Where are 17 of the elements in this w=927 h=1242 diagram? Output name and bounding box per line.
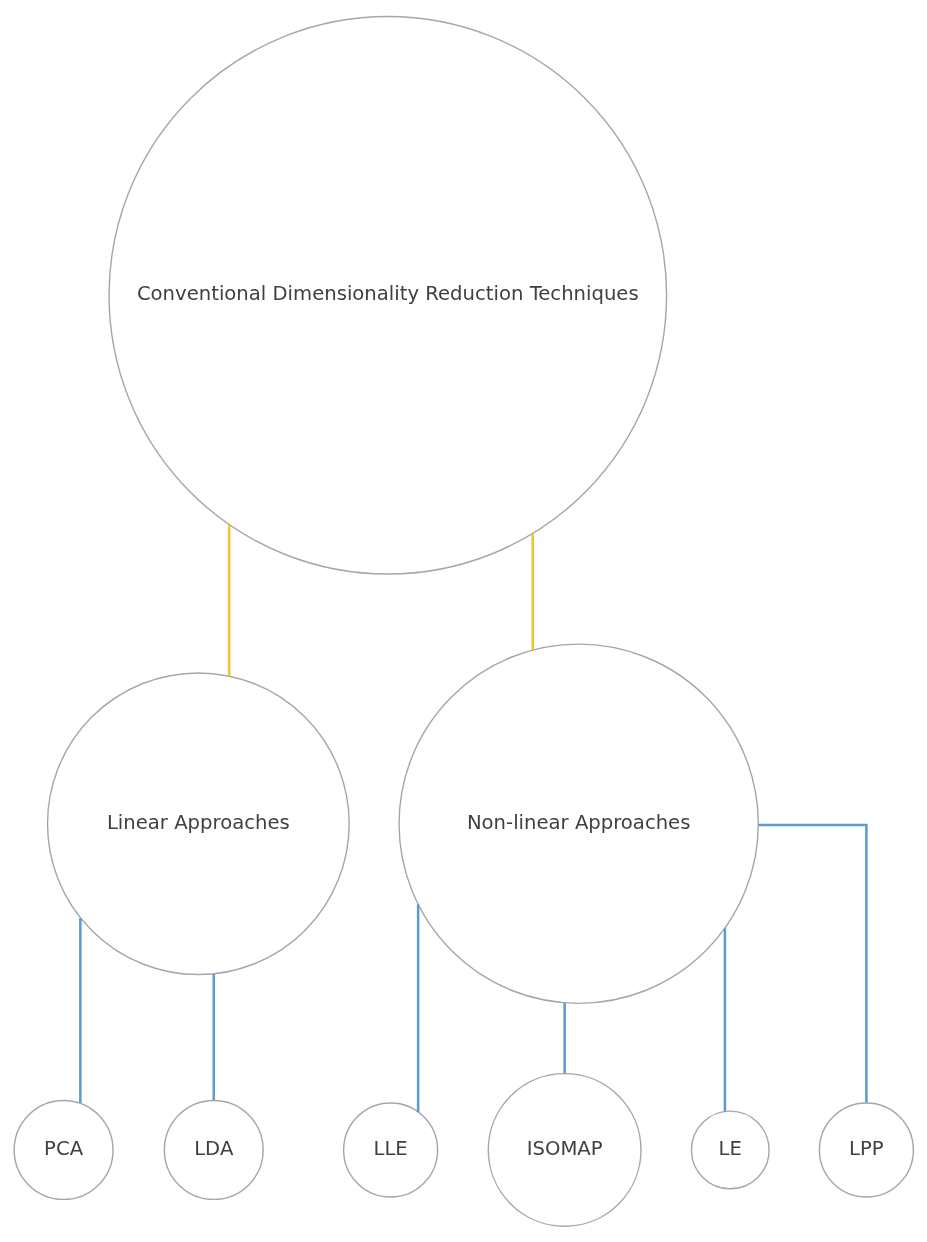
node-circle: Linear Approaches	[46, 671, 350, 975]
connector	[416, 903, 420, 1112]
node-circle: PCA	[13, 1099, 114, 1200]
connector	[227, 523, 231, 676]
connector	[79, 917, 82, 1103]
connector	[758, 823, 868, 1103]
connector	[723, 927, 727, 1112]
node-circle: ISOMAP	[487, 1072, 642, 1227]
node-circle: LPP	[818, 1101, 915, 1198]
node-circle: LE	[690, 1109, 770, 1189]
connector	[531, 533, 534, 650]
node-circle: LLE	[342, 1101, 439, 1198]
node-circle: Non-linear Approaches	[398, 642, 759, 1004]
connector	[212, 973, 216, 1100]
connector	[563, 1002, 566, 1073]
node-circle: LDA	[163, 1099, 264, 1200]
node-circle: Conventional Dimensionality Reduction Techniques	[108, 15, 668, 575]
